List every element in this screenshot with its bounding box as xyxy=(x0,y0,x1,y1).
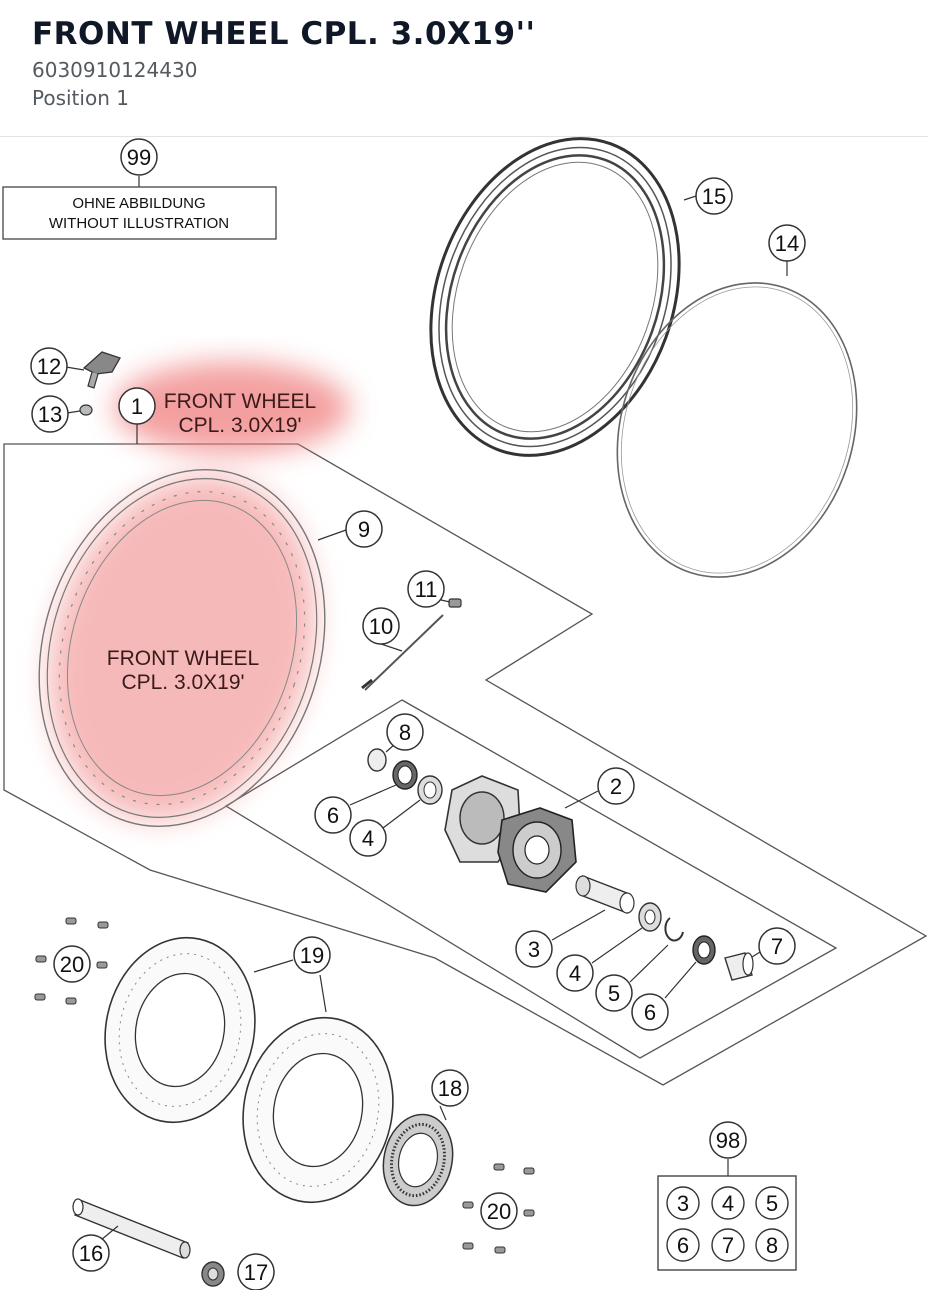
hub-assembly-outline xyxy=(224,699,838,1059)
disc-bolts-left-part[interactable] xyxy=(34,917,109,1005)
shaft-seal-right-part[interactable] xyxy=(692,935,716,965)
note-line-german: OHNE ABBILDUNG xyxy=(72,195,205,212)
callout-number: 20 xyxy=(487,1199,511,1224)
callout-number: 16 xyxy=(79,1241,103,1266)
tire-pressure-sensor-part[interactable] xyxy=(82,351,121,389)
callout-number: 19 xyxy=(300,943,324,968)
kit-item: 5 xyxy=(766,1191,778,1216)
abs-ring-bolts-part[interactable] xyxy=(462,1163,535,1254)
callout-6-left[interactable]: 6 xyxy=(314,796,352,834)
callout-number: 13 xyxy=(38,402,62,427)
callout-10[interactable]: 10 xyxy=(362,607,400,645)
spoke-part[interactable] xyxy=(361,614,444,691)
callout-19[interactable]: 19 xyxy=(293,936,331,974)
highlight-line1: FRONT WHEEL xyxy=(164,390,316,413)
front-wheel-assembly-outline xyxy=(3,443,928,1086)
page-header: FRONT WHEEL CPL. 3.0X19'' 6030910124430 … xyxy=(0,0,928,137)
rim-label-line2: CPL. 3.0X19' xyxy=(121,671,244,694)
kit-item: 7 xyxy=(722,1233,734,1258)
page-title: FRONT WHEEL CPL. 3.0X19'' xyxy=(32,16,536,52)
callout-98[interactable]: 98 xyxy=(709,1121,747,1159)
without-illustration-note: OHNE ABBILDUNG WITHOUT ILLUSTRATION xyxy=(2,176,277,240)
note-line-english: WITHOUT ILLUSTRATION xyxy=(49,215,229,232)
callout-number: 12 xyxy=(37,354,61,379)
front-wheel-highlight-label[interactable]: FRONT WHEEL CPL. 3.0X19' xyxy=(114,362,350,454)
rim-label-line1: FRONT WHEEL xyxy=(107,647,259,670)
callout-number: 4 xyxy=(569,961,581,986)
kit-item: 8 xyxy=(766,1233,778,1258)
callout-number: 20 xyxy=(60,952,84,977)
rim-tape-part[interactable] xyxy=(580,251,893,608)
callout-16[interactable]: 16 xyxy=(72,1234,110,1272)
callout-8[interactable]: 8 xyxy=(386,713,424,751)
wheel-hub-part[interactable] xyxy=(444,775,577,893)
callout-99[interactable]: 99 xyxy=(120,138,158,176)
callout-7[interactable]: 7 xyxy=(758,927,796,965)
abs-sensor-ring-part[interactable] xyxy=(375,1108,461,1212)
tire-part[interactable] xyxy=(388,137,721,491)
part-number: 6030910124430 xyxy=(32,58,198,82)
position-label: Position 1 xyxy=(32,86,129,110)
kit-item: 6 xyxy=(677,1233,689,1258)
callout-14[interactable]: 14 xyxy=(768,224,806,262)
distance-bushing-small-part[interactable] xyxy=(367,748,387,772)
callout-20-left[interactable]: 20 xyxy=(53,945,91,983)
callout-number: 5 xyxy=(608,981,620,1006)
callout-18[interactable]: 18 xyxy=(431,1069,469,1107)
callout-number: 7 xyxy=(771,934,783,959)
callout-number: 98 xyxy=(716,1128,740,1153)
callout-2[interactable]: 2 xyxy=(597,767,635,805)
rim-part[interactable]: FRONT WHEEL CPL. 3.0X19' xyxy=(0,432,369,863)
callout-1[interactable]: 1 xyxy=(118,387,156,425)
callout-6-right[interactable]: 6 xyxy=(631,993,669,1031)
callout-number: 18 xyxy=(438,1076,462,1101)
callout-number: 17 xyxy=(244,1260,268,1285)
callout-number: 1 xyxy=(131,394,143,419)
callout-9[interactable]: 9 xyxy=(345,510,383,548)
callout-number: 3 xyxy=(528,937,540,962)
exploded-parts-diagram: OHNE ABBILDUNG WITHOUT ILLUSTRATION 99 F… xyxy=(0,137,928,1290)
brake-disc-left-part[interactable] xyxy=(88,924,271,1137)
callout-number: 6 xyxy=(644,1000,656,1025)
callout-17[interactable]: 17 xyxy=(237,1253,275,1290)
callout-number: 99 xyxy=(127,145,151,170)
highlight-line2: CPL. 3.0X19' xyxy=(178,414,301,437)
shaft-seal-part[interactable] xyxy=(392,760,418,790)
kit-item: 3 xyxy=(677,1191,689,1216)
callout-number: 8 xyxy=(399,720,411,745)
callout-3[interactable]: 3 xyxy=(515,930,553,968)
collar-bolt-part[interactable] xyxy=(201,1261,225,1287)
callout-number: 10 xyxy=(369,614,393,639)
callout-number: 15 xyxy=(702,184,726,209)
spoke-nipple-part[interactable] xyxy=(448,598,462,608)
circlip-part[interactable] xyxy=(664,917,684,942)
callout-number: 4 xyxy=(362,826,374,851)
callout-20-right[interactable]: 20 xyxy=(480,1192,518,1230)
callout-13[interactable]: 13 xyxy=(31,395,69,433)
ball-bearing-part[interactable] xyxy=(417,775,443,805)
kit-item: 4 xyxy=(722,1191,734,1216)
valve-nut-part[interactable] xyxy=(79,404,93,416)
callout-4-left[interactable]: 4 xyxy=(349,819,387,857)
distance-bushing-part[interactable] xyxy=(724,952,754,981)
wheel-spindle-part[interactable] xyxy=(72,1198,191,1259)
callout-number: 9 xyxy=(358,517,370,542)
brake-disc-right-part[interactable] xyxy=(226,1004,409,1217)
callout-4-right[interactable]: 4 xyxy=(556,954,594,992)
spacer-sleeve-part[interactable] xyxy=(575,874,635,915)
callout-5[interactable]: 5 xyxy=(595,974,633,1012)
callout-number: 14 xyxy=(775,231,799,256)
callout-12[interactable]: 12 xyxy=(30,347,68,385)
callout-number: 2 xyxy=(610,774,622,799)
callout-number: 6 xyxy=(327,803,339,828)
callout-number: 11 xyxy=(415,577,438,602)
callout-11[interactable]: 11 xyxy=(407,570,445,608)
ball-bearing-right-part[interactable] xyxy=(638,902,662,932)
callout-15[interactable]: 15 xyxy=(695,177,733,215)
bearing-kit-box[interactable]: 3 4 5 6 7 8 xyxy=(657,1159,797,1271)
